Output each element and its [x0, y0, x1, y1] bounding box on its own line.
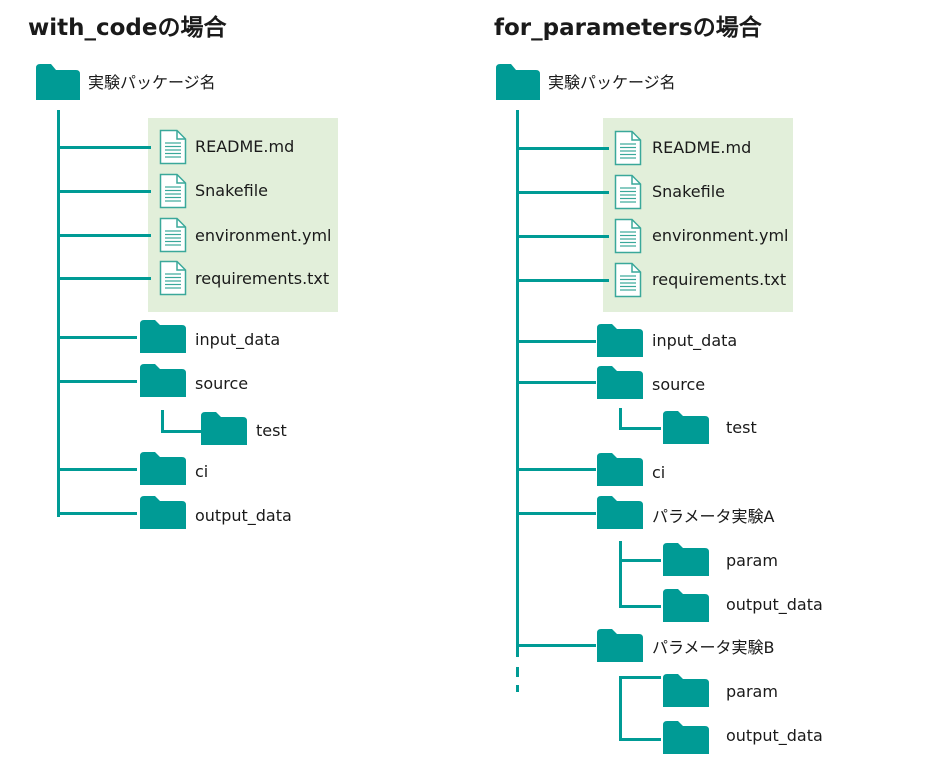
- right-branch-line: [516, 381, 596, 384]
- left-branch-line: [57, 146, 151, 149]
- right-trunk-dash: [516, 685, 519, 692]
- folder-icon[interactable]: [140, 320, 186, 353]
- right-param-b-sub-line: [619, 738, 661, 741]
- right-folder-test[interactable]: test: [726, 418, 757, 437]
- left-folder-input-data[interactable]: input_data: [195, 330, 281, 349]
- folder-icon[interactable]: [597, 324, 643, 357]
- left-branch-line: [57, 336, 137, 339]
- left-branch-line: [57, 234, 151, 237]
- left-folder-test[interactable]: test: [256, 421, 287, 440]
- folder-icon[interactable]: [140, 364, 186, 397]
- right-folder-input-data[interactable]: input_data: [652, 331, 738, 350]
- folder-icon[interactable]: [36, 64, 80, 100]
- left-folder-ci[interactable]: ci: [195, 462, 209, 481]
- right-branch-line: [516, 340, 596, 343]
- left-branch-line: [57, 468, 137, 471]
- left-folder-output-data[interactable]: output_data: [195, 506, 292, 525]
- right-folder-param-b[interactable]: パラメータ実験B: [652, 638, 775, 657]
- right-branch-line: [516, 191, 609, 194]
- right-source-sub-line: [619, 427, 661, 430]
- left-source-sub-line: [161, 410, 164, 433]
- left-root-label[interactable]: 実験パッケージ名: [88, 73, 216, 92]
- folder-icon[interactable]: [597, 366, 643, 399]
- right-file-readme[interactable]: README.md: [652, 138, 752, 157]
- right-folder-ci[interactable]: ci: [652, 463, 666, 482]
- right-branch-line: [516, 468, 596, 471]
- right-branch-line: [516, 147, 609, 150]
- right-param-b-sub-line: [619, 676, 661, 679]
- right-param-a-sub-line: [619, 559, 661, 562]
- file-icon[interactable]: [614, 130, 642, 166]
- right-file-snakefile[interactable]: Snakefile: [652, 182, 726, 201]
- right-folder-param-a-output[interactable]: output_data: [726, 595, 823, 614]
- right-folder-param-a[interactable]: パラメータ実験A: [652, 507, 775, 526]
- file-icon[interactable]: [159, 260, 187, 296]
- file-icon[interactable]: [614, 218, 642, 254]
- right-branch-line: [516, 279, 609, 282]
- folder-icon[interactable]: [663, 589, 709, 622]
- right-folder-param-b-param[interactable]: param: [726, 682, 778, 701]
- left-file-environment[interactable]: environment.yml: [195, 226, 332, 245]
- file-icon[interactable]: [159, 129, 187, 165]
- right-param-a-sub-line: [619, 541, 622, 608]
- file-icon[interactable]: [159, 173, 187, 209]
- right-title: for_parametersの場合: [494, 15, 762, 41]
- right-source-sub-line: [619, 408, 622, 430]
- right-file-requirements[interactable]: requirements.txt: [652, 270, 787, 289]
- folder-icon[interactable]: [496, 64, 540, 100]
- left-file-readme[interactable]: README.md: [195, 137, 295, 156]
- left-branch-line: [57, 277, 151, 280]
- folder-icon[interactable]: [597, 453, 643, 486]
- left-file-requirements[interactable]: requirements.txt: [195, 269, 330, 288]
- right-folder-source[interactable]: source: [652, 375, 706, 394]
- right-folder-param-b-output[interactable]: output_data: [726, 726, 823, 745]
- left-branch-line: [57, 380, 137, 383]
- left-file-snakefile[interactable]: Snakefile: [195, 181, 269, 200]
- left-trunk-line: [57, 110, 60, 517]
- right-branch-line: [516, 512, 596, 515]
- right-param-a-sub-line: [619, 605, 661, 608]
- folder-icon[interactable]: [663, 411, 709, 444]
- folder-icon[interactable]: [663, 721, 709, 754]
- folder-icon[interactable]: [140, 496, 186, 529]
- right-param-b-sub-line: [619, 676, 622, 741]
- folder-icon[interactable]: [597, 496, 643, 529]
- file-icon[interactable]: [614, 262, 642, 298]
- folder-icon[interactable]: [201, 412, 247, 445]
- left-branch-line: [57, 190, 151, 193]
- folder-icon[interactable]: [140, 452, 186, 485]
- right-file-environment[interactable]: environment.yml: [652, 226, 789, 245]
- right-branch-line: [516, 644, 596, 647]
- file-icon[interactable]: [159, 217, 187, 253]
- left-source-sub-line: [161, 430, 201, 433]
- right-root-label[interactable]: 実験パッケージ名: [548, 73, 676, 92]
- file-icon[interactable]: [614, 174, 642, 210]
- folder-icon[interactable]: [663, 543, 709, 576]
- right-branch-line: [516, 235, 609, 238]
- left-branch-line: [57, 512, 137, 515]
- folder-icon[interactable]: [663, 674, 709, 707]
- left-title: with_codeの場合: [28, 15, 227, 41]
- right-folder-param-a-param[interactable]: param: [726, 551, 778, 570]
- left-folder-source[interactable]: source: [195, 374, 249, 393]
- right-trunk-dash: [516, 667, 519, 677]
- folder-icon[interactable]: [597, 629, 643, 662]
